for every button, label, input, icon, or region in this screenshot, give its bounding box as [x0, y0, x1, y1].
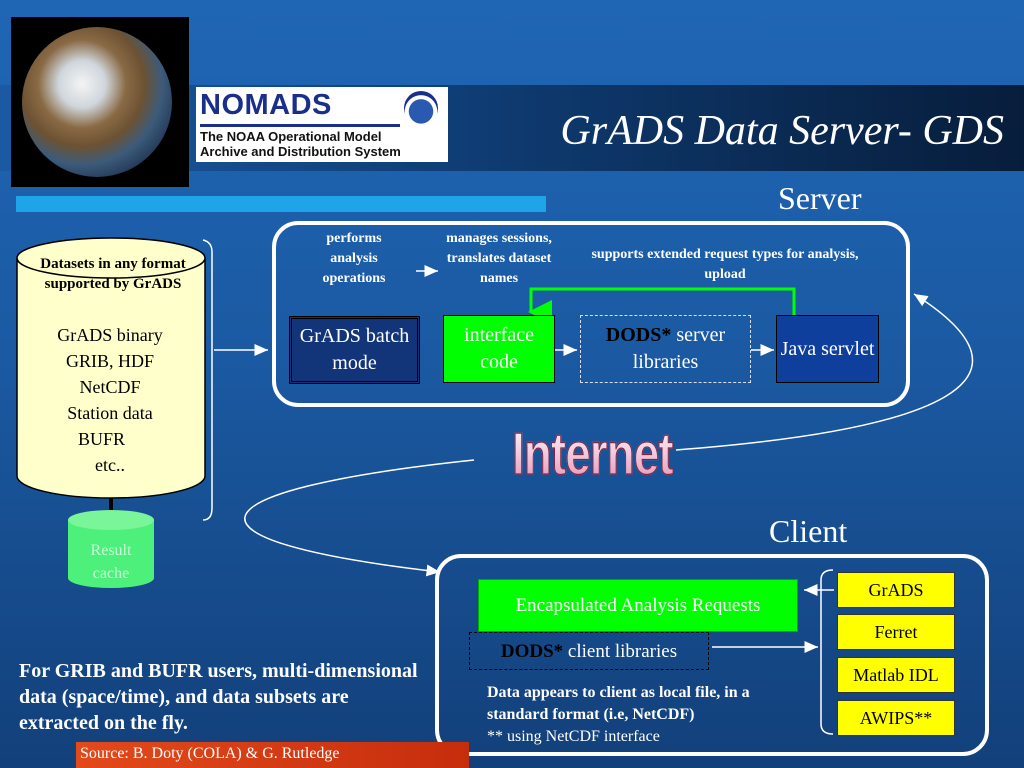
nomads-subtitle-line2: Archive and Distribution System	[200, 144, 401, 159]
client-panel	[435, 554, 989, 756]
dods-client-libraries-box: DODS* client libraries	[469, 632, 709, 670]
app-matlab-idl: Matlab IDL	[837, 657, 955, 693]
dataset-format-item: GrADS binary	[57, 325, 163, 345]
earth-globe-image	[22, 27, 172, 177]
source-credit: Source: B. Doty (COLA) & G. Rutledge	[76, 742, 469, 768]
dods-server-label: DODS*	[605, 324, 672, 346]
dods-server-rest: server libraries	[632, 324, 726, 373]
note-supports-extended: supports extended request types for anal…	[591, 247, 859, 282]
grads-batch-mode-box: GrADS batch mode	[289, 316, 420, 384]
noaa-emblem-icon	[404, 91, 438, 125]
java-servlet-box: Java servlet	[776, 315, 879, 383]
client-label: Client	[769, 513, 848, 549]
client-data-note: Data appears to client as local file, in…	[487, 684, 750, 723]
nomads-subtitle-line1: The NOAA Operational Model	[200, 129, 382, 144]
nomads-logo-subtitle: The NOAA Operational Model Archive and D…	[200, 129, 448, 159]
slide-title: GrADS Data Server- GDS	[560, 108, 1004, 154]
app-ferret: Ferret	[837, 614, 955, 650]
datasets-format-list: GrADS binary GRIB, HDF NetCDF Station da…	[20, 322, 200, 478]
result-cache-cylinder	[68, 510, 154, 588]
server-panel	[272, 221, 910, 407]
accent-bar	[16, 196, 546, 212]
app-awips: AWIPS**	[837, 700, 955, 736]
note-manages-sessions: manages sessions, translates dataset nam…	[446, 231, 552, 286]
dataset-format-item: NetCDF	[79, 377, 141, 397]
internet-curve-client	[244, 459, 475, 577]
datasets-heading: Datasets in any format supported by GrAD…	[40, 256, 186, 292]
datasets-cylinder	[16, 237, 206, 499]
result-cache-label: Result cache	[90, 542, 132, 582]
internet-curve-server	[675, 293, 974, 451]
dods-client-rest: client libraries	[563, 640, 678, 662]
dods-server-libraries-box: DODS* server libraries	[580, 315, 751, 383]
interface-code-box: interface code	[443, 315, 555, 383]
nomads-logo: NOMADS The NOAA Operational Model Archiv…	[196, 87, 448, 162]
dataset-format-item: Station data	[67, 403, 153, 423]
server-label: Server	[778, 180, 862, 216]
client-footnote: ** using NetCDF interface	[487, 728, 660, 745]
bottom-description: For GRIB and BUFR users, multi-dimension…	[19, 660, 418, 734]
feedback-green-arrow	[528, 287, 796, 324]
dataset-format-item: GRIB, HDF	[65, 351, 154, 371]
dataset-format-item: BUFR	[78, 429, 126, 449]
client-apps-bracket	[820, 569, 834, 735]
dataset-format-item: etc..	[95, 455, 125, 475]
note-performs-analysis: performs analysis operations	[322, 231, 386, 286]
dods-client-label: DODS*	[500, 640, 564, 662]
app-grads: GrADS	[837, 572, 955, 608]
datasets-bracket	[202, 239, 213, 521]
nomads-logo-rule	[200, 124, 400, 127]
nomads-logo-name: NOMADS	[200, 89, 332, 121]
internet-label: Internet	[512, 419, 675, 488]
encapsulated-requests-box: Encapsulated Analysis Requests	[478, 579, 798, 632]
